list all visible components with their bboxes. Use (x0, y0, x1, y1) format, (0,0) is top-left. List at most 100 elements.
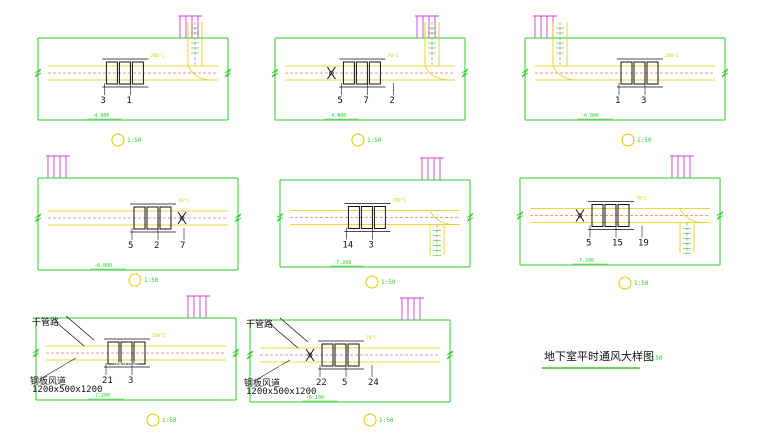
callout-number: 2 (389, 96, 394, 106)
elevation-label: -3.300 (378, 236, 395, 242)
fan-unit (107, 341, 120, 365)
elevation-label: -2.100 (377, 22, 394, 28)
temperature-label: 70°C (178, 198, 189, 204)
break-mark (234, 213, 242, 223)
dimension-label: 1200x1200 (292, 226, 317, 232)
callout-number: 14 (342, 241, 353, 251)
detail-scale: 1:50 (381, 279, 396, 286)
elevation-label: -2.100 (632, 162, 649, 168)
sheet-title: 地下室平时通风大样图 (544, 349, 654, 363)
detail-scale: 1:50 (634, 280, 649, 287)
elbow-curve (424, 65, 450, 81)
dimension-label: 1200x320 (178, 361, 200, 367)
elevation-label: -2.300 (148, 302, 165, 308)
damper-blade (575, 209, 585, 222)
elevation-label: -2.900 (140, 22, 157, 28)
fan-unit (159, 206, 172, 230)
dimension-label: 2400x500 (412, 226, 434, 232)
fan-unit (633, 61, 646, 85)
detail-marker (128, 273, 142, 287)
break-mark (276, 213, 284, 222)
note-label: 1200x500x1200 (246, 387, 316, 397)
detail-marker (365, 275, 379, 289)
elevation-label: -3.700 (651, 91, 668, 97)
floor-elevation-label: -6.000 (94, 263, 112, 269)
fan-unit (133, 341, 146, 365)
break-mark (461, 68, 469, 78)
detail-marker (618, 276, 632, 290)
fan-unit (373, 206, 386, 229)
floor-elevation-label: -6.100 (306, 395, 324, 401)
fan-unit (131, 61, 144, 85)
elevation-label: -3.000 (284, 205, 301, 211)
elevation-label: -3.000 (40, 340, 57, 346)
elevation-label: -3.000 (279, 60, 296, 66)
fan-unit (321, 343, 334, 367)
detail-marker (621, 133, 635, 147)
callout-number: 3 (368, 241, 373, 251)
temperature-label: 70°C (366, 335, 377, 341)
damper-hub (307, 352, 313, 358)
temperature-label: 280°C (665, 53, 679, 59)
detail-marker (351, 133, 365, 147)
fan-unit (604, 204, 617, 227)
damper-blade (326, 66, 336, 80)
break-mark (721, 68, 729, 78)
elbow-curve (429, 210, 455, 225)
fan-unit (120, 341, 133, 365)
dimension-label: 1000x1000 (113, 361, 138, 367)
note-label: 干管路 (32, 316, 59, 328)
detail-marker (111, 133, 125, 147)
elevation-label: -3.700 (136, 91, 153, 97)
callout-number: 5 (586, 239, 591, 249)
elevation-label: -3.700 (164, 236, 181, 242)
elbow-curve (552, 65, 578, 81)
elbow-curve (679, 208, 705, 223)
dimension-label: 800x800 (532, 224, 552, 230)
dimension-label: 800x800 (287, 81, 307, 87)
temperature-label: 280°C (392, 198, 406, 204)
break-mark (34, 213, 42, 223)
callout-number: 19 (638, 239, 649, 249)
temperature-label: 70°C (387, 53, 398, 59)
fan-unit (591, 204, 604, 227)
detail-7: 干管路钢板风道1200x500x1200280°C-3.000-4.200-2.… (30, 295, 240, 427)
branch-duct (65, 315, 95, 341)
damper-hub (329, 70, 334, 76)
break-mark (232, 348, 240, 358)
detail-scale: 1:50 (162, 417, 177, 424)
floor-elevation-label: -7.200 (92, 393, 110, 399)
callout-number: 5 (337, 96, 342, 106)
dimension-label: 800x500 (48, 361, 68, 367)
fan-unit (105, 61, 118, 85)
callout-number: 24 (368, 378, 379, 388)
elevation-label: -2.100 (382, 164, 399, 170)
elevation-label: -2.100 (585, 22, 602, 28)
detail-8: 干管路钢板风道1200x500x120070°C-3.700-4.200-2.3… (244, 297, 454, 427)
fan-unit (334, 343, 347, 367)
break-mark (32, 348, 40, 358)
fan-unit (620, 61, 633, 85)
elevation-label: -3.100 (42, 60, 59, 66)
branch-duct (269, 323, 299, 349)
dimension-label: 1000x1000 (537, 81, 562, 87)
elevation-label: -2.100 (98, 162, 115, 168)
fan-unit (133, 206, 146, 230)
damper-blade (177, 211, 187, 225)
elevation-label: -4.200 (352, 373, 369, 379)
break-mark (246, 350, 254, 360)
temperature-label: 280°C (150, 53, 164, 59)
dimension-label: 800x800 (50, 226, 70, 232)
break-mark (516, 211, 524, 220)
dimension-label: 800x320 (667, 81, 687, 87)
floor-elevation-label: -7.200 (576, 258, 594, 264)
dimension-label: 1600x1000 (170, 81, 195, 87)
elevation-label: -3.900 (622, 234, 639, 240)
damper-hub (179, 215, 185, 221)
break-mark (224, 68, 232, 78)
callout-number: 1 (126, 96, 131, 106)
